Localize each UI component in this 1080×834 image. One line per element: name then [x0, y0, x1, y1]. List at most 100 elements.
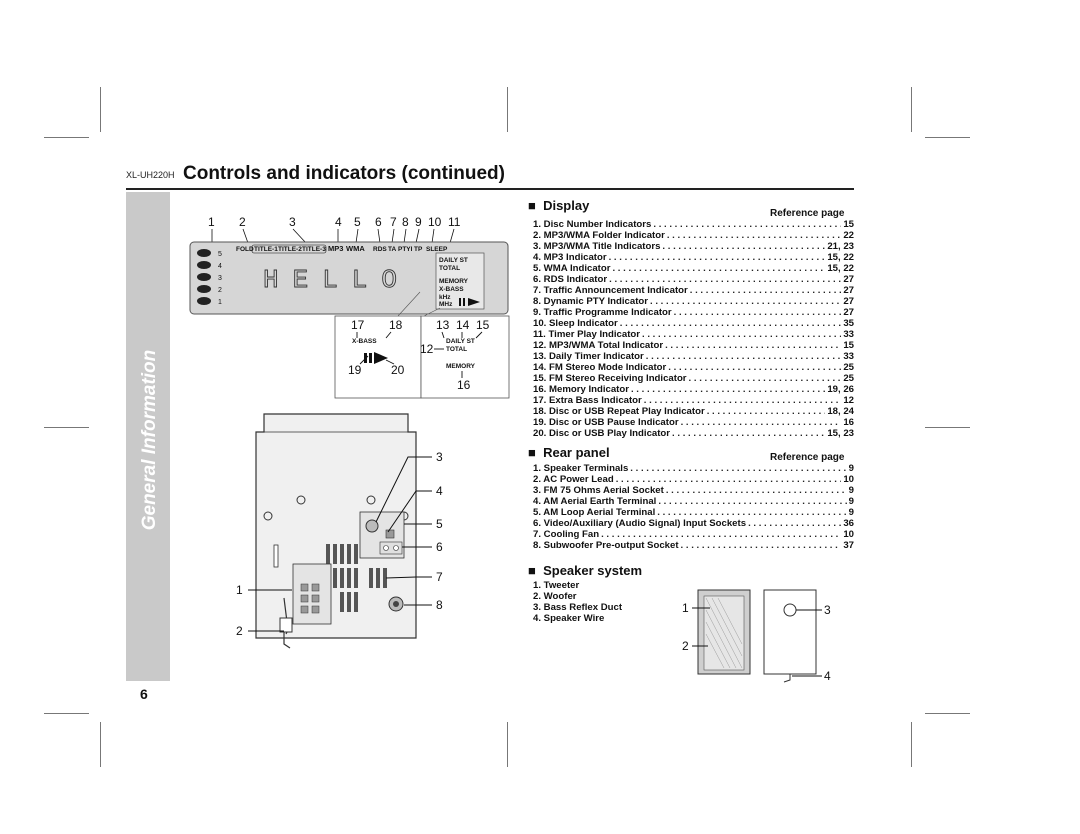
sidebar-label: General Information — [139, 349, 160, 531]
leader-dots — [681, 540, 842, 551]
leader-dots — [748, 518, 841, 529]
leader-dots — [630, 463, 846, 474]
item-page: 27 — [843, 307, 854, 318]
lcd-mp3: MP3 — [328, 244, 343, 253]
list-item: 2. Woofer — [533, 591, 577, 602]
callout-6: 6 — [375, 215, 382, 229]
callout-11: 11 — [448, 215, 461, 229]
list-item: 20. Disc or USB Play Indicator15, 23 — [533, 428, 854, 439]
leader-dots — [616, 474, 842, 485]
item-page: 15, 22 — [827, 252, 854, 263]
item-page: 33 — [843, 329, 854, 340]
callout-17: 17 — [351, 318, 365, 332]
list-item: 1. Disc Number Indicators15 — [533, 219, 854, 230]
rear-callout-4: 4 — [436, 484, 443, 498]
rear-callout-1: 1 — [236, 583, 243, 597]
leader-dots — [642, 329, 841, 340]
leader-dots — [707, 406, 826, 417]
display-ref-label: Reference page — [770, 208, 845, 219]
leader-dots — [609, 252, 826, 263]
list-item: 4. AM Aerial Earth Terminal9 — [533, 496, 854, 507]
item-label: 2. AC Power Lead — [533, 474, 614, 485]
lcd-rds: RDS — [373, 246, 387, 253]
item-page: 15, 22 — [827, 263, 854, 274]
callout-12: 12 — [420, 342, 434, 356]
item-label: 19. Disc or USB Pause Indicator — [533, 417, 679, 428]
item-label: 3. MP3/WMA Title Indicators — [533, 241, 661, 252]
lcd-title-3: TITLE-3 — [302, 246, 326, 253]
leader-dots — [662, 241, 825, 252]
item-label: 3. FM 75 Ohms Aerial Socket — [533, 485, 664, 496]
item-label: 9. Traffic Programme Indicator — [533, 307, 672, 318]
leader-dots — [658, 496, 846, 507]
list-item: 9. Traffic Programme Indicator 27 — [533, 307, 854, 318]
leader-dots — [689, 373, 842, 384]
item-label: 15. FM Stereo Receiving Indicator — [533, 373, 687, 384]
item-label: 11. Timer Play Indicator — [533, 329, 641, 340]
rear-callout-8: 8 — [436, 598, 443, 612]
lcd-sleep: SLEEP — [426, 246, 448, 253]
item-label: 1. Disc Number Indicators — [533, 219, 652, 230]
item-label: 12. MP3/WMA Total Indicator — [533, 340, 664, 351]
lcd-mhz: MHz — [439, 301, 453, 308]
lcd-wma: WMA — [346, 244, 365, 253]
spk-callout-3: 3 — [824, 603, 831, 617]
rear-callout-5: 5 — [436, 517, 443, 531]
list-item: 14. FM Stereo Mode Indicator 25 — [533, 362, 854, 373]
list-item: 5. WMA Indicator 15, 22 — [533, 263, 854, 274]
item-page: 25 — [843, 362, 854, 373]
leader-dots — [657, 507, 846, 518]
lcd-khz: kHz — [439, 294, 451, 301]
leader-dots — [620, 318, 842, 329]
leader-dots — [665, 340, 841, 351]
rear-callout-6: 6 — [436, 540, 443, 554]
list-item: 3. MP3/WMA Title Indicators 21, 23 — [533, 241, 854, 252]
lcd-title-1: TITLE-1 — [254, 246, 278, 253]
item-label: 7. Cooling Fan — [533, 529, 600, 540]
section-sidebar — [126, 192, 170, 681]
item-page: 27 — [843, 296, 854, 307]
list-item: 11. Timer Play Indicator 33 — [533, 329, 854, 340]
rear-panel-ref-label: Reference page — [770, 452, 845, 463]
item-page: 9 — [848, 507, 854, 518]
item-label: 4. MP3 Indicator — [533, 252, 607, 263]
rear-callout-7: 7 — [436, 570, 443, 584]
list-item: 19. Disc or USB Pause Indicator16 — [533, 417, 854, 428]
crop-mark — [507, 722, 508, 767]
callout-8: 8 — [402, 215, 409, 229]
item-page: 9 — [848, 496, 854, 507]
callout-14: 14 — [456, 318, 470, 332]
list-item: 8. Subwoofer Pre-output Socket37 — [533, 540, 854, 551]
list-item: 7. Cooling Fan10 — [533, 529, 854, 540]
item-page: 15 — [843, 340, 854, 351]
item-label: 5. WMA Indicator — [533, 263, 611, 274]
item-page: 27 — [843, 285, 854, 296]
item-page: 35 — [843, 318, 854, 329]
item-label: 6. Video/Auxiliary (Audio Signal) Input … — [533, 518, 747, 529]
rear-panel-list: 1. Speaker Terminals92. AC Power Lead103… — [533, 463, 854, 551]
list-item: 2. AC Power Lead10 — [533, 474, 854, 485]
list-item: 3. FM 75 Ohms Aerial Socket9 — [533, 485, 854, 496]
item-page: 21, 23 — [827, 241, 854, 252]
crop-mark — [100, 722, 101, 767]
callout-9: 9 — [415, 215, 422, 229]
list-item: 18. Disc or USB Repeat Play Indicator18,… — [533, 406, 854, 417]
crop-mark — [44, 713, 89, 714]
callout-7: 7 — [390, 215, 397, 229]
zoom-daily-st: DAILY ST — [446, 338, 475, 345]
callout-4: 4 — [335, 215, 342, 229]
lcd-daily-st: DAILY ST — [439, 257, 468, 264]
list-item: 2. MP3/WMA Folder Indicator22 — [533, 230, 854, 241]
leader-dots — [667, 230, 841, 241]
crop-mark — [100, 87, 101, 132]
lcd-ta: TA — [388, 246, 396, 253]
item-page: 12 — [843, 395, 854, 406]
page-number: 6 — [140, 686, 148, 702]
item-label: 16. Memory Indicator — [533, 384, 629, 395]
item-label: 14. FM Stereo Mode Indicator — [533, 362, 667, 373]
svg-text:3: 3 — [218, 275, 222, 282]
list-item: 16. Memory Indicator19, 26 — [533, 384, 854, 395]
lcd-tp: TP — [414, 246, 423, 253]
leader-dots — [650, 296, 841, 307]
crop-mark — [44, 137, 89, 138]
